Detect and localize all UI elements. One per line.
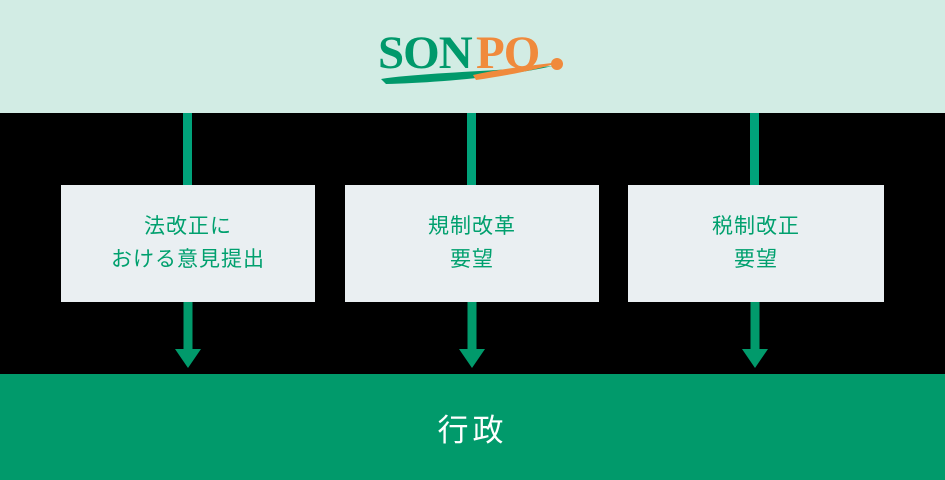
box-legal-revision-opinion: 法改正に おける意見提出 [61, 185, 315, 302]
government-banner: 行政 [0, 374, 945, 480]
box-1-line-2: おける意見提出 [111, 247, 265, 271]
connector-to-box-1 [183, 113, 192, 185]
box-regulatory-reform-request: 規制改革 要望 [345, 185, 599, 302]
arrow-box-3-to-government [740, 302, 770, 374]
box-1-line-1: 法改正に [144, 214, 232, 238]
connector-to-box-3 [750, 113, 759, 185]
logo-text-son: SON [378, 27, 473, 79]
logo-swoosh-orange-icon [472, 62, 560, 80]
header-band: SON PO [0, 0, 945, 113]
logo-dot-icon [550, 58, 563, 70]
connector-to-box-2 [467, 113, 476, 185]
arrow-box-1-to-government [173, 302, 203, 374]
government-banner-label: 行政 [437, 412, 508, 448]
box-tax-reform-request: 税制改正 要望 [628, 185, 884, 302]
box-3-line-2: 要望 [734, 247, 778, 271]
box-2-line-2: 要望 [450, 247, 494, 271]
box-2-line-1: 規制改革 [428, 214, 516, 238]
box-3-line-1: 税制改正 [712, 214, 800, 238]
sonpo-logo: SON PO [378, 26, 568, 88]
arrow-box-2-to-government [457, 302, 487, 374]
